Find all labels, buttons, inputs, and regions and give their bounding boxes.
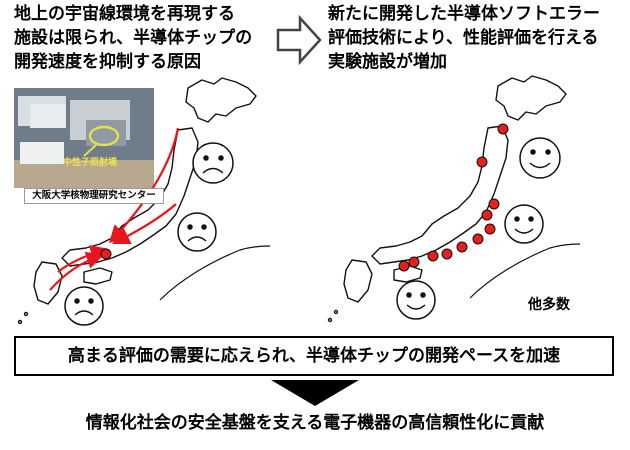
right-heading: 新たに開発した半導体ソフトエラー 評価技術により、性能評価を行える 実験施設が増… [328, 2, 600, 74]
happy-face-icon-2 [504, 204, 544, 244]
kyushu-island [343, 259, 373, 303]
left-heading: 地上の宇宙線環境を再現する 施設は限られ、半導体チップの 開発速度を抑制する原因 [14, 2, 252, 74]
acceleration-banner: 高まる評価の需要に応えられ、半導体チップの開発ペースを加速 [14, 336, 614, 376]
trench-line [469, 243, 581, 299]
osaka-facility-dot [100, 248, 112, 260]
hokkaido-island [495, 75, 567, 121]
conclusion-text: 情報化社会の安全基盤を支える電子機器の高信頼性化に貢献 [85, 413, 545, 433]
others-label: 他多数 [528, 297, 570, 313]
hokkaido-island [185, 77, 257, 123]
happy-face-icon-1 [519, 137, 561, 179]
photo-label: 中性子照射場 [63, 158, 118, 168]
left-heading-line-1: 地上の宇宙線環境を再現する [14, 4, 235, 24]
sad-face-icon-1 [192, 142, 234, 184]
left-heading-line-3: 開発速度を抑制する原因 [14, 52, 201, 72]
sad-face-icon-2 [177, 212, 217, 252]
sad-face-icon-3 [64, 286, 104, 326]
travel-arrows [49, 127, 180, 291]
right-heading-line-1: 新たに開発した半導体ソフトエラー [328, 4, 600, 24]
trench-line [159, 245, 271, 301]
down-arrow-icon [271, 380, 359, 406]
facility-photo [14, 88, 154, 188]
facility-dots [398, 123, 509, 272]
photo-caption: 大阪大学核物理研究センター [24, 188, 164, 204]
right-heading-line-2: 評価技術により、性能評価を行える [328, 28, 599, 48]
kyushu-island [33, 261, 63, 305]
right-heading-line-3: 実験施設が増加 [328, 52, 447, 72]
honshu-island [371, 125, 509, 265]
transition-arrow-icon [276, 14, 322, 66]
left-heading-line-2: 施設は限られ、半導体チップの [14, 28, 253, 48]
happy-face-icon-3 [396, 280, 436, 320]
